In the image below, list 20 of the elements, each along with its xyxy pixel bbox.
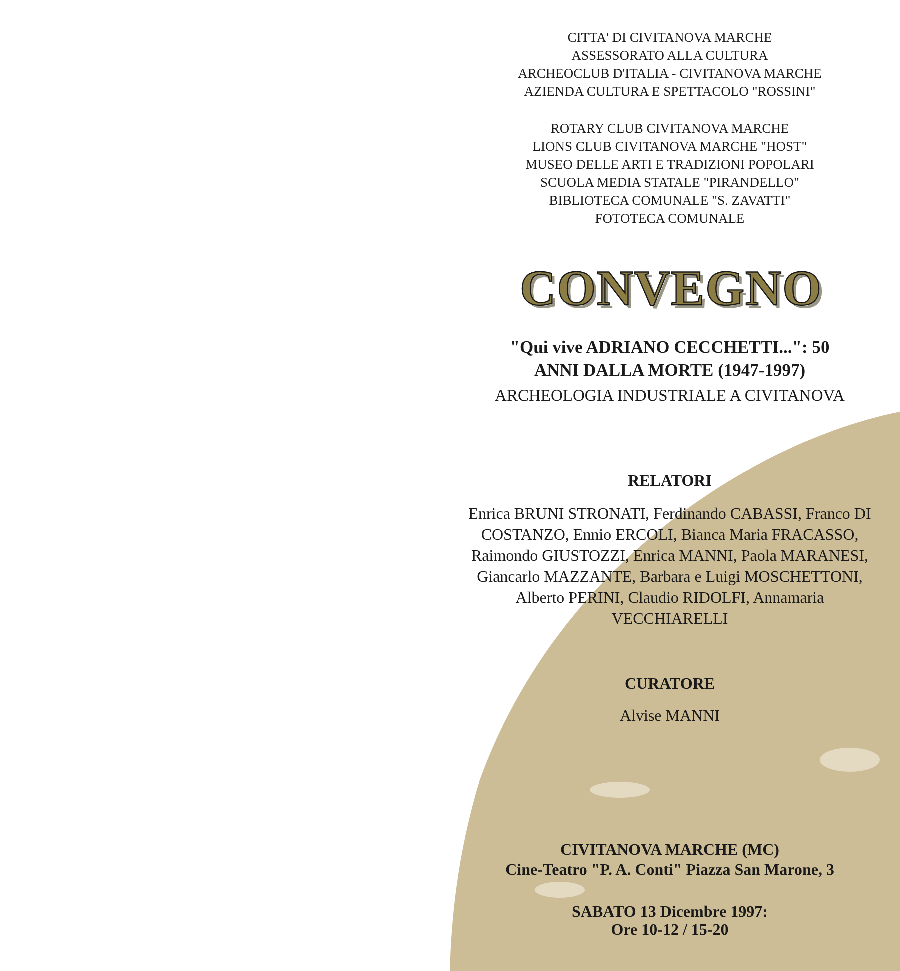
organizer-line: ARCHEOCLUB D'ITALIA - CIVITANOVA MARCHE [517, 65, 823, 83]
venue-city: CIVITANOVA MARCHE (MC) [560, 841, 780, 861]
organizer-line: LIONS CLUB CIVITANOVA MARCHE "HOST" [532, 138, 808, 156]
venue-address: Cine-Teatro "P. A. Conti" Piazza San Marone, 3 [504, 861, 836, 881]
section-heading: RELATORI [627, 472, 713, 492]
curator-name: Alvise MANNI [619, 707, 721, 727]
section-heading: CURATORE [624, 675, 716, 695]
organizer-line: SCUOLA MEDIA STATALE "PIRANDELLO" [540, 174, 800, 192]
event-hours: Ore 10-12 / 15-20 [610, 921, 730, 941]
organizer-line: AZIENDA CULTURA E SPETTACOLO "ROSSINI" [523, 83, 817, 101]
subtitle: "Qui vive ADRIANO CECCHETTI...": 50 ANNI DALLA MORTE (1947-1997) [509, 336, 831, 382]
organizer-line: CITTA' DI CIVITANOVA MARCHE [566, 29, 774, 47]
organizer-line: ASSESSORATO ALLA CULTURA [570, 47, 770, 65]
organizer-line: MUSEO DELLE ARTI E TRADIZIONI POPOLARI [524, 156, 816, 174]
title: CONVEGNO [520, 259, 820, 318]
subtitle-line: ARCHEOLOGIA INDUSTRIALE A CIVITANOVA [494, 385, 846, 406]
organizer-line: ROTARY CLUB CIVITANOVA MARCHE [550, 120, 790, 138]
organizer-line: FOTOTECA COMUNALE [594, 210, 746, 228]
organizer-line: BIBLIOTECA COMUNALE "S. ZAVATTI" [548, 192, 792, 210]
event-date: SABATO 13 Dicembre 1997: [571, 903, 769, 923]
